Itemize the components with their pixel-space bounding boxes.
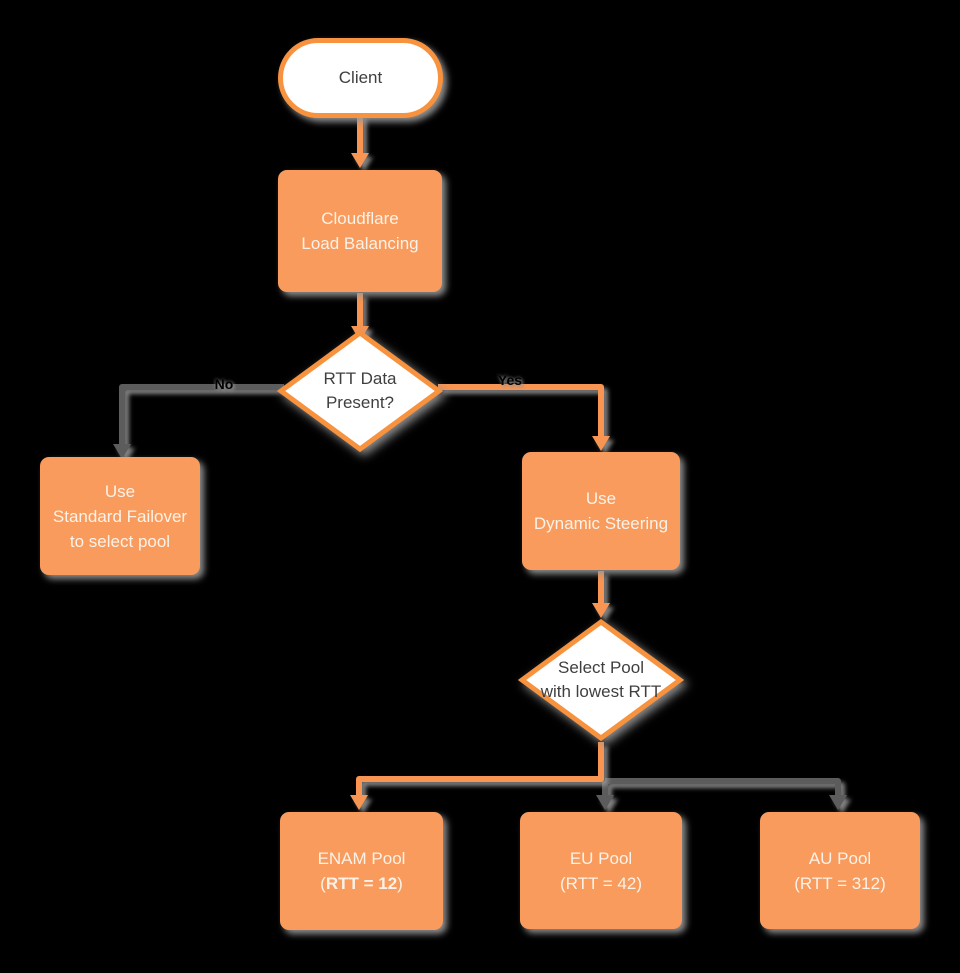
eu-line1: EU Pool xyxy=(569,848,633,868)
client-label: Client xyxy=(338,68,383,87)
lb-line1: Cloudflare xyxy=(321,209,399,228)
failover-line2: Standard Failover xyxy=(52,506,188,526)
node-standard-failover: Use Standard Failover to select pool xyxy=(40,457,200,575)
edge-label-yes: Yes xyxy=(497,372,523,388)
au-line2: (RTT = 312) xyxy=(794,873,886,893)
enam-line1: ENAM Pool xyxy=(317,849,406,868)
decision-line2: Present? xyxy=(325,393,395,412)
edge-selectpool-to-au xyxy=(605,778,841,795)
node-load-balancer: Cloudflare Load Balancing xyxy=(278,170,442,292)
arrowhead-selectpool xyxy=(592,603,610,618)
arrowhead-eu-pool xyxy=(596,795,614,810)
select-pool-line2: with lowest RTT xyxy=(540,682,662,701)
node-au-pool: AU Pool (RTT = 312) xyxy=(760,812,920,929)
arrowhead-dynamic xyxy=(592,436,610,451)
edge-decision-to-failover xyxy=(119,384,284,444)
decision-line1: RTT Data xyxy=(323,369,397,388)
node-eu-pool: EU Pool (RTT = 42) xyxy=(520,812,682,929)
node-enam-pool: ENAM Pool (RTT = 12) xyxy=(280,812,443,930)
lb-line2: Load Balancing xyxy=(301,234,419,253)
arrowhead-lb xyxy=(351,153,369,168)
arrowhead-enam-pool xyxy=(350,795,368,810)
enam-rtt-value: RTT = 12 xyxy=(325,874,398,893)
node-dynamic-steering: Use Dynamic Steering xyxy=(522,452,680,570)
au-line1: AU Pool xyxy=(808,848,872,868)
decision-diamond-shape xyxy=(277,329,443,453)
edge-label-no: No xyxy=(214,376,234,392)
eu-line2: (RTT = 42) xyxy=(559,873,643,893)
gray-connectors xyxy=(113,384,847,810)
arrowhead-failover xyxy=(113,444,131,459)
dynamic-line1: Use xyxy=(585,489,617,508)
edge-selectpool-to-enam xyxy=(356,742,604,795)
orange-connectors xyxy=(350,114,610,810)
failover-line1: Use xyxy=(104,481,136,501)
failover-line3: to select pool xyxy=(69,531,171,551)
select-pool-line1: Select Pool xyxy=(558,658,644,677)
node-rtt-decision: RTT Data Present? xyxy=(277,329,443,453)
enam-rtt-prefix: ( xyxy=(320,874,326,893)
node-client: Client xyxy=(278,38,443,118)
select-pool-diamond-shape xyxy=(518,618,684,742)
node-select-pool: Select Pool with lowest RTT xyxy=(518,618,684,742)
arrowhead-au-pool xyxy=(829,795,847,810)
dynamic-line2: Dynamic Steering xyxy=(533,514,669,533)
enam-rtt-suffix: ) xyxy=(397,874,403,893)
edge-decision-to-dynamic xyxy=(438,384,604,436)
enam-line2: (RTT = 12) xyxy=(320,871,403,896)
